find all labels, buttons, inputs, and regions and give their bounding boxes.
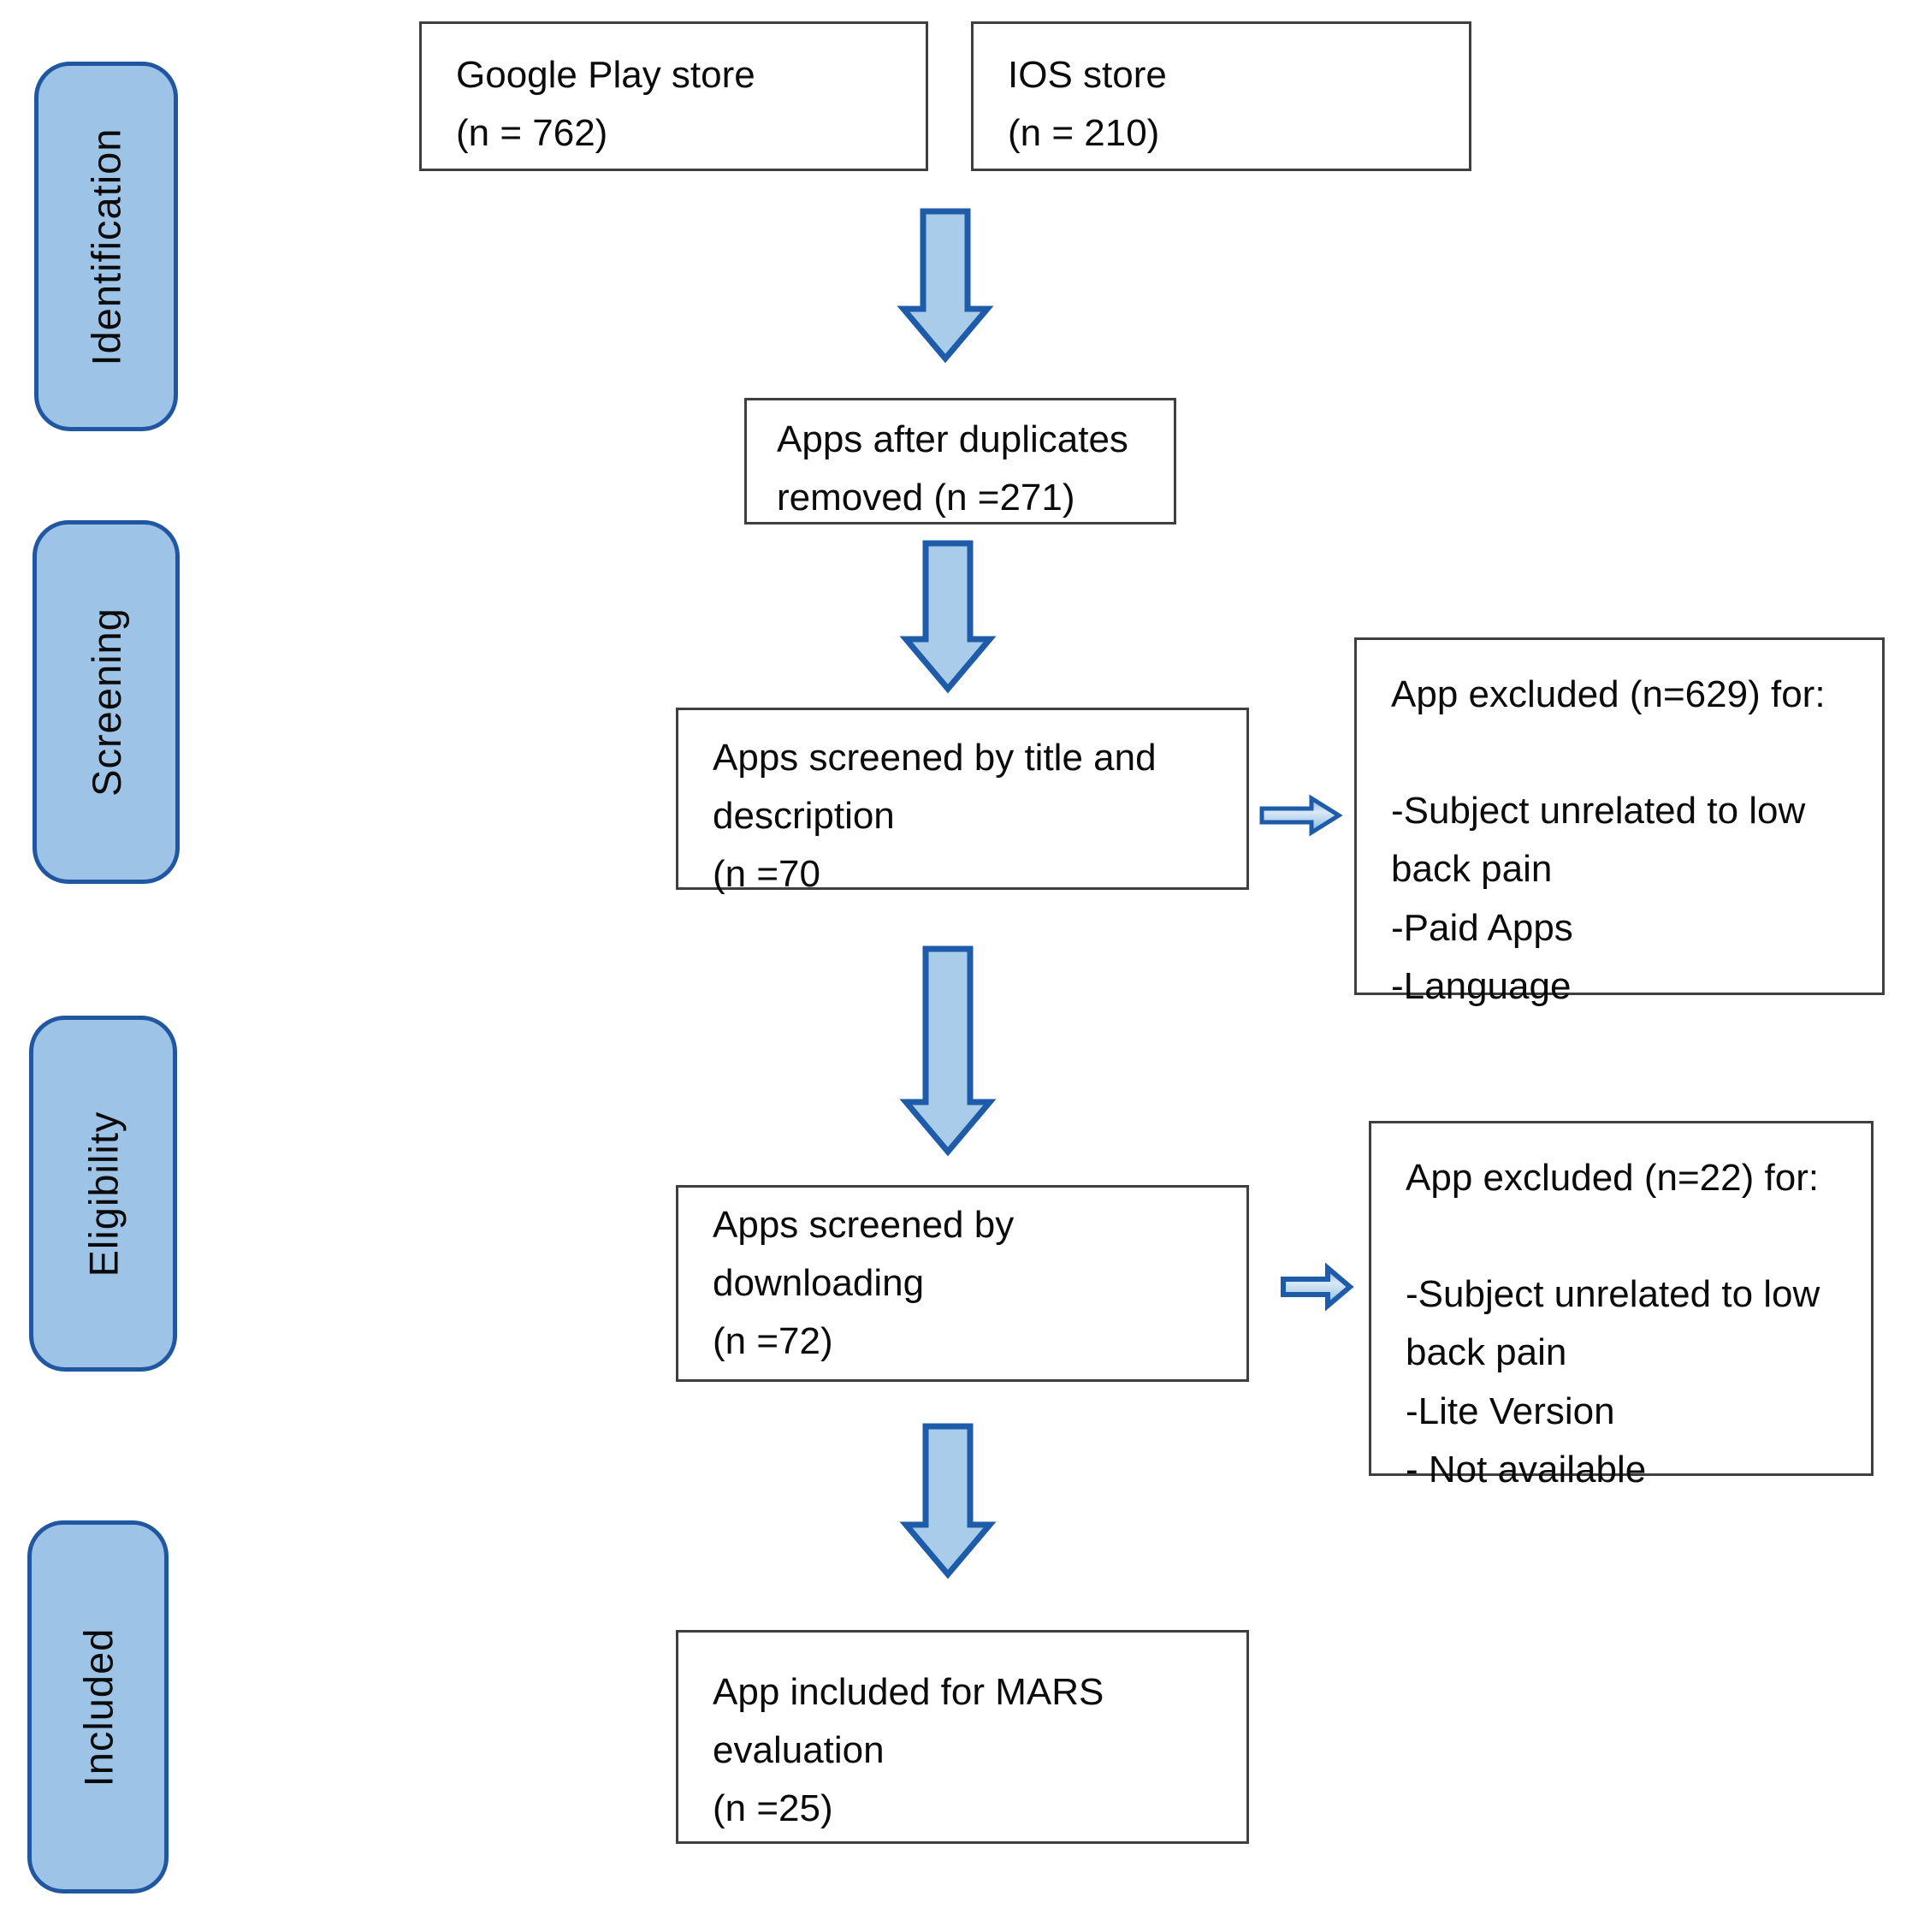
included-line3: (n =25) xyxy=(713,1787,833,1830)
google-play-store-name: Google Play store xyxy=(456,54,755,96)
download-screening-box: Apps screened by downloading (n =72) xyxy=(676,1185,1249,1382)
down-arrow-icon xyxy=(899,945,997,1157)
duplicates-removed-line1: Apps after duplicates xyxy=(777,418,1128,460)
excluded-download-reason: -Lite Version xyxy=(1406,1390,1615,1432)
excluded-title-header: App excluded (n=629) for: xyxy=(1391,673,1826,715)
google-play-store-count: (n = 762) xyxy=(456,112,608,155)
stage-identification-label: Identification xyxy=(83,127,129,365)
included-line1: App included for MARS xyxy=(713,1671,1104,1713)
google-play-store-box: Google Play store (n = 762) xyxy=(419,21,928,171)
excluded-download-header: App excluded (n=22) for: xyxy=(1406,1157,1820,1199)
stage-eligibility-label: Eligibility xyxy=(80,1111,126,1277)
download-screening-line1: Apps screened by downloading xyxy=(713,1203,1015,1304)
blank-line xyxy=(1406,1207,1845,1265)
ios-store-name: IOS store xyxy=(1008,54,1167,96)
title-screening-line2: description xyxy=(713,795,895,838)
duplicates-removed-box: Apps after duplicates removed (n =271) xyxy=(744,398,1176,524)
stage-identification: Identification xyxy=(34,62,178,431)
excluded-download-reason: - Not available xyxy=(1406,1448,1647,1490)
down-arrow-icon xyxy=(899,540,997,694)
excluded-title-box: App excluded (n=629) for: -Subject unrel… xyxy=(1354,637,1885,1007)
right-arrow-icon xyxy=(1280,1262,1354,1312)
down-arrow-icon xyxy=(899,1423,997,1579)
excluded-download-box: App excluded (n=22) for: -Subject unrela… xyxy=(1369,1121,1874,1490)
title-screening-line1: Apps screened by title and xyxy=(713,737,1157,779)
ios-store-box: IOS store (n = 210) xyxy=(971,21,1471,171)
down-arrow-icon xyxy=(897,208,994,364)
excluded-download-reason: -Subject unrelated to low back pain xyxy=(1406,1273,1820,1374)
stage-included: Included xyxy=(27,1520,169,1893)
included-line2: evaluation xyxy=(713,1729,885,1772)
ios-store-count: (n = 210) xyxy=(1008,112,1160,155)
right-arrow-icon xyxy=(1258,794,1343,837)
title-screening-box: Apps screened by title and description (… xyxy=(676,708,1249,895)
excluded-title-reason: -Subject unrelated to low back pain xyxy=(1391,790,1806,891)
stage-included-label: Included xyxy=(75,1627,121,1787)
blank-line xyxy=(1391,724,1856,782)
duplicates-removed-line2: removed (n =271) xyxy=(777,477,1075,519)
stage-screening-label: Screening xyxy=(83,607,129,797)
stage-eligibility: Eligibility xyxy=(29,1016,177,1372)
excluded-title-reason: -Language xyxy=(1391,964,1572,1007)
excluded-title-reason: -Paid Apps xyxy=(1391,906,1573,949)
included-box: App included for MARS evaluation (n =25) xyxy=(676,1630,1249,1844)
download-screening-line2: (n =72) xyxy=(713,1320,833,1363)
title-screening-line3: (n =70 xyxy=(713,853,820,896)
stage-screening: Screening xyxy=(33,520,180,884)
